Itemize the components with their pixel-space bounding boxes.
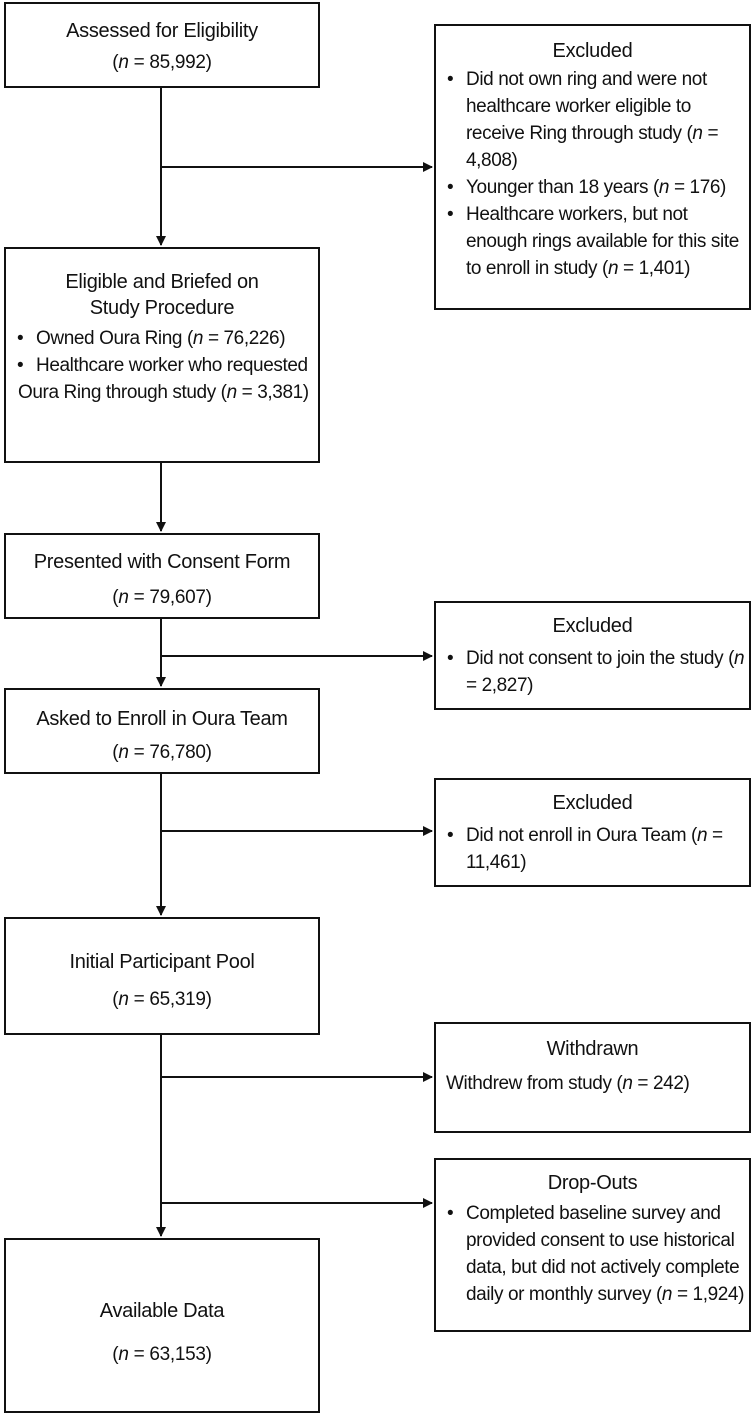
consent-count: (n = 79,607) <box>112 587 212 608</box>
assessed-count: (n = 85,992) <box>112 52 212 73</box>
withdrawn-text: Withdrew from study (n = 242) <box>446 1073 690 1094</box>
withdrawn-box: Withdrawn Withdrew from study (n = 242) <box>434 1022 751 1133</box>
pool-title: Initial Participant Pool <box>69 951 255 973</box>
dropouts-title: Drop-Outs <box>547 1172 638 1194</box>
excluded3-item: •Did not enroll in Oura Team (n = 11,461… <box>447 825 723 873</box>
consent-box: Presented with Consent Form (n = 79,607) <box>4 533 320 619</box>
enroll-title: Asked to Enroll in Oura Team <box>36 708 288 730</box>
excluded1-item-under-18: •Younger than 18 years (n = 176) <box>447 177 726 198</box>
excluded3-box: Excluded •Did not enroll in Oura Team (n… <box>434 778 751 887</box>
enroll-count: (n = 76,780) <box>112 742 212 763</box>
excluded1-item-no-rings-available: •Healthcare workers, but not enough ring… <box>447 204 739 279</box>
dropouts-list: •Completed baseline survey and provided … <box>436 1200 749 1308</box>
available-count: (n = 63,153) <box>112 1344 212 1365</box>
excluded2-item: •Did not consent to join the study (n = … <box>447 648 745 696</box>
eligible-item-healthcare: •Healthcare worker who requested Oura Ri… <box>17 355 309 403</box>
excluded1-title: Excluded <box>552 40 633 62</box>
withdrawn-title: Withdrawn <box>546 1038 639 1060</box>
eligible-list: •Owned Oura Ring (n = 76,226) •Healthcar… <box>6 325 318 406</box>
assessed-box: Assessed for Eligibility (n = 85,992) <box>4 2 320 88</box>
dropouts-item: •Completed baseline survey and provided … <box>447 1203 745 1305</box>
consent-title: Presented with Consent Form <box>33 551 291 573</box>
excluded2-title: Excluded <box>552 615 633 637</box>
pool-box: Initial Participant Pool (n = 65,319) <box>4 917 320 1035</box>
excluded1-list: •Did not own ring and were not healthcar… <box>436 66 749 282</box>
dropouts-box: Drop-Outs •Completed baseline survey and… <box>434 1158 751 1332</box>
available-title: Available Data <box>99 1300 225 1322</box>
pool-count: (n = 65,319) <box>112 989 212 1010</box>
eligible-item-owned: •Owned Oura Ring (n = 76,226) <box>17 328 286 349</box>
assessed-title: Assessed for Eligibility <box>66 20 258 42</box>
excluded2-list: •Did not consent to join the study (n = … <box>436 645 749 699</box>
excluded3-title: Excluded <box>552 792 633 814</box>
excluded3-list: •Did not enroll in Oura Team (n = 11,461… <box>436 822 749 876</box>
excluded2-box: Excluded •Did not consent to join the st… <box>434 601 751 710</box>
enroll-box: Asked to Enroll in Oura Team (n = 76,780… <box>4 688 320 774</box>
eligible-box: Eligible and Briefed on Study Procedure … <box>4 247 320 463</box>
available-box: Available Data (n = 63,153) <box>4 1238 320 1413</box>
eligible-title: Eligible and Briefed on Study Procedure <box>65 271 259 319</box>
excluded1-item-no-ring: •Did not own ring and were not healthcar… <box>447 69 719 171</box>
excluded1-box: Excluded •Did not own ring and were not … <box>434 24 751 310</box>
